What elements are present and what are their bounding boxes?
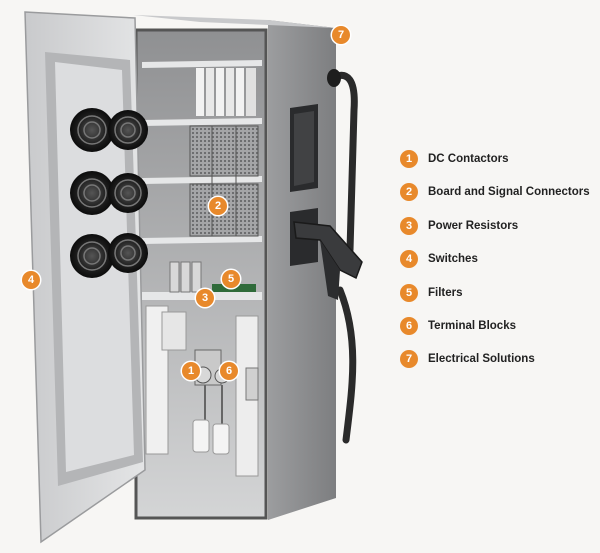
- legend-label: Filters: [428, 286, 463, 299]
- legend-label: Terminal Blocks: [428, 319, 516, 332]
- legend-item: 7 Electrical Solutions: [400, 350, 590, 369]
- cabinet-door: [24, 11, 146, 544]
- legend-item: 2 Board and Signal Connectors: [400, 183, 590, 202]
- marker-6: 6: [220, 362, 238, 380]
- legend-item: 4 Switches: [400, 250, 590, 269]
- legend-number-badge: 5: [400, 283, 418, 302]
- marker-5: 5: [222, 270, 240, 288]
- legend-label: Switches: [428, 253, 478, 266]
- fan-icon: [70, 108, 114, 152]
- legend-item: 1 DC Contactors: [400, 150, 590, 168]
- charger-screen: [290, 104, 318, 192]
- marker-4: 4: [22, 271, 40, 289]
- legend-label: Board and Signal Connectors: [428, 186, 590, 199]
- component-legend: 1 DC Contactors 2 Board and Signal Conne…: [400, 150, 590, 384]
- legend-number-badge: 4: [400, 250, 418, 269]
- legend-number-badge: 3: [400, 216, 418, 235]
- legend-number-badge: 1: [400, 150, 418, 168]
- legend-number-badge: 7: [400, 350, 418, 369]
- fan-icon: [70, 171, 114, 215]
- top-module-stack: [196, 68, 256, 116]
- legend-item: 6 Terminal Blocks: [400, 316, 590, 335]
- legend-number-badge: 6: [400, 316, 418, 335]
- marker-7: 7: [332, 26, 350, 44]
- legend-item: 5 Filters: [400, 283, 590, 302]
- marker-3: 3: [196, 289, 214, 307]
- fan-icon: [70, 234, 114, 278]
- legend-item: 3 Power Resistors: [400, 216, 590, 235]
- fan-icon: [108, 173, 148, 213]
- fan-icon: [108, 110, 148, 150]
- cabinet-interior: [134, 28, 268, 520]
- lower-compartment: [145, 305, 259, 477]
- cabinet-side-panel: [133, 15, 336, 520]
- legend-label: Electrical Solutions: [428, 353, 535, 366]
- legend-number-badge: 2: [400, 183, 418, 202]
- legend-label: Power Resistors: [428, 219, 519, 232]
- charging-connector: [293, 221, 363, 300]
- cooling-fans: [70, 108, 148, 278]
- legend-label: DC Contactors: [428, 153, 509, 165]
- marker-2: 2: [209, 197, 227, 215]
- marker-1: 1: [182, 362, 200, 380]
- fan-icon: [108, 233, 148, 273]
- charging-cable: [327, 69, 358, 444]
